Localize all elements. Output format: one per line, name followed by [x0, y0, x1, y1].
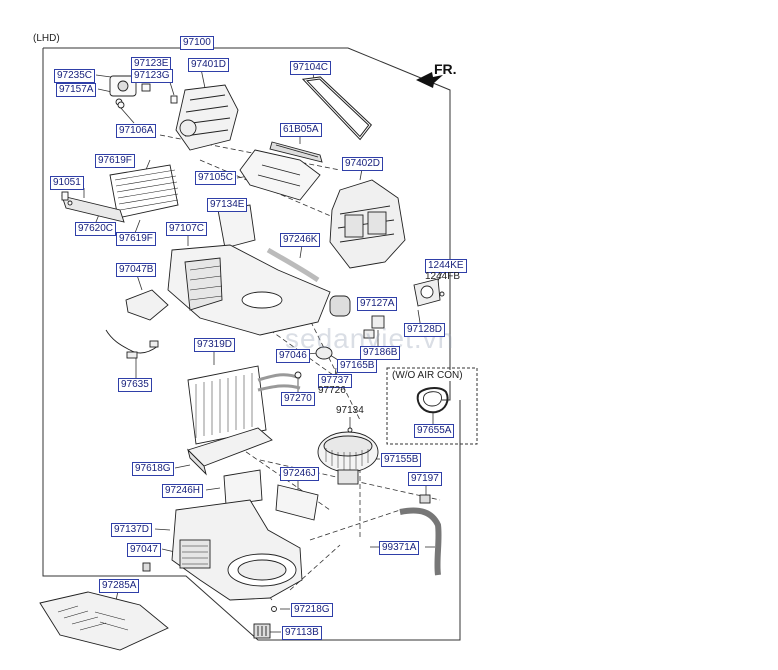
part-number-label[interactable]: 99371A — [379, 541, 420, 555]
filter-cover — [61, 191, 125, 223]
part-number-label[interactable]: 97047 — [127, 543, 161, 557]
evaporator-core — [187, 365, 301, 445]
drain-hose — [399, 507, 442, 576]
sensor-wire — [105, 329, 159, 359]
part-number-label[interactable]: 97105C — [195, 171, 237, 185]
link-arm — [141, 83, 151, 92]
clip-97047 — [142, 562, 151, 572]
part-number-text: 97134 — [336, 405, 364, 416]
o-ring — [315, 346, 333, 360]
part-number-label[interactable]: 97246H — [162, 484, 204, 498]
insulation-pad-j — [275, 484, 319, 521]
variant-label: (LHD) — [33, 33, 60, 44]
part-number-label[interactable]: 97155B — [381, 453, 422, 467]
foam-pad — [329, 295, 351, 317]
part-number-label[interactable]: 97165B — [337, 359, 378, 373]
front-arrow-icon — [416, 72, 443, 88]
screw — [117, 101, 125, 109]
intake-duct — [239, 149, 321, 201]
screw-97134 — [347, 427, 353, 433]
part-number-label[interactable]: 61B05A — [280, 123, 322, 137]
part-number-label[interactable]: 1244KE — [425, 259, 467, 273]
part-number-label[interactable]: 97218G — [291, 603, 333, 617]
gasket-plate — [413, 278, 445, 307]
part-number-label[interactable]: 97134E — [207, 198, 248, 212]
blower-motor — [317, 431, 379, 485]
part-number-label[interactable]: 97619F — [116, 232, 156, 246]
seal-strip — [269, 141, 323, 163]
under-cover — [39, 591, 169, 651]
screw-97218g — [271, 606, 277, 612]
intake-door — [175, 84, 239, 151]
part-number-label[interactable]: 97157A — [56, 83, 97, 97]
part-number-label[interactable]: 97402D — [342, 157, 384, 171]
part-number-label[interactable]: 97246K — [280, 233, 321, 247]
part-number-label[interactable]: 97137D — [111, 523, 153, 537]
part-number-text: 97726 — [318, 385, 346, 396]
part-number-label[interactable]: 97047B — [116, 263, 157, 277]
part-number-label[interactable]: 97106A — [116, 124, 157, 138]
part-number-label[interactable]: 97737 — [318, 374, 352, 388]
blower-resistor — [253, 623, 271, 639]
part-number-label[interactable]: 97235C — [54, 69, 96, 83]
drain-tray — [187, 427, 273, 476]
part-number-label[interactable]: 97619F — [95, 154, 135, 168]
part-number-label[interactable]: 97186B — [360, 346, 401, 360]
part-number-label[interactable]: 97620C — [75, 222, 117, 236]
cap — [419, 494, 431, 504]
hose — [266, 247, 320, 283]
part-number-label[interactable]: 97270 — [281, 392, 315, 406]
part-number-label[interactable]: 91051 — [50, 176, 84, 190]
part-number-label[interactable]: 97197 — [408, 472, 442, 486]
part-number-label[interactable]: 97107C — [166, 222, 208, 236]
fitting — [363, 315, 385, 339]
screw-97270 — [294, 371, 302, 379]
part-number-label[interactable]: 97655A — [414, 424, 455, 438]
part-number-label[interactable]: 97246J — [280, 467, 319, 481]
part-number-text: 1244FB — [425, 271, 461, 282]
duct-seal — [416, 387, 449, 414]
upper-case — [329, 179, 406, 269]
cabin-air-filter — [109, 164, 179, 219]
link-arm-2 — [170, 95, 178, 104]
part-number-label[interactable]: 97123G — [131, 69, 173, 83]
group-box-title: (W/O AIR CON) — [390, 370, 465, 381]
part-number-label[interactable]: 97104C — [290, 61, 332, 75]
part-number-label[interactable]: 97046 — [276, 349, 310, 363]
part-number-label[interactable]: 97128D — [404, 323, 446, 337]
part-number-label[interactable]: 97618G — [132, 462, 174, 476]
front-direction-label: FR. — [434, 61, 457, 77]
part-number-label[interactable]: 97635 — [118, 378, 152, 392]
insulation-pad-h — [223, 469, 263, 506]
part-number-label[interactable]: 97285A — [99, 579, 140, 593]
mount-bracket — [125, 289, 169, 321]
part-number-label[interactable]: 97127A — [357, 297, 398, 311]
part-number-label[interactable]: 97401D — [188, 58, 230, 72]
part-number-label[interactable]: 97319D — [194, 338, 236, 352]
part-number-label[interactable]: 97113B — [282, 626, 322, 640]
blower-lower-case — [171, 499, 303, 601]
part-number-label[interactable]: 97100 — [180, 36, 214, 50]
heater-case — [167, 244, 331, 336]
